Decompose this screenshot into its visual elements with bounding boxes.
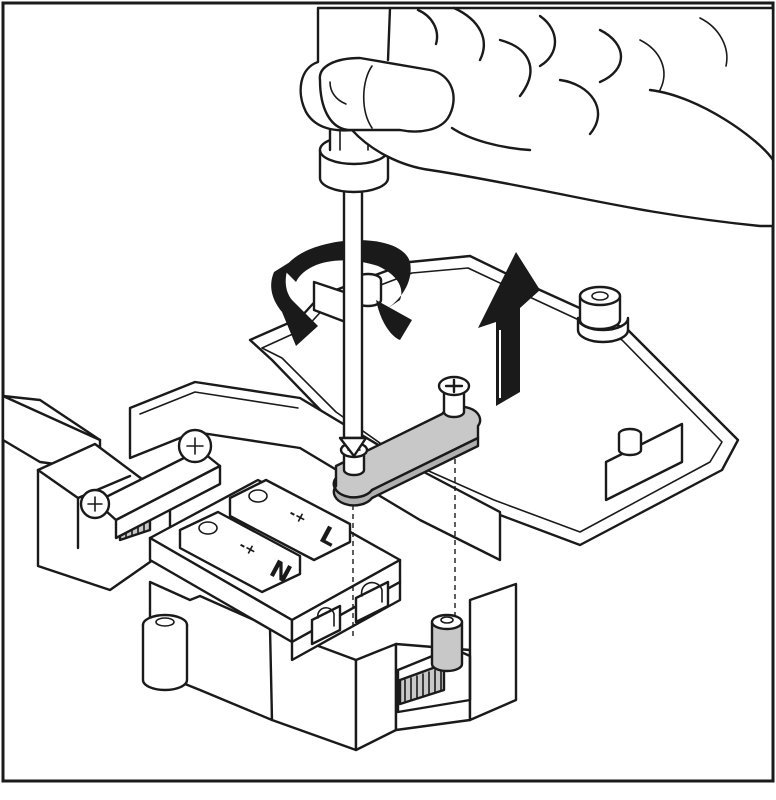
cable-grip-bar <box>332 375 482 507</box>
illustration-frame <box>1 1 775 783</box>
hand-icon <box>299 6 775 228</box>
rotation-arrow-icon <box>271 240 412 346</box>
lift-arrow-icon <box>478 252 540 406</box>
terminal-block: -+ N -+ L <box>148 478 402 662</box>
svg-text:-+: -+ <box>236 537 259 559</box>
screwdriver-icon <box>318 108 390 458</box>
cable-clamp <box>79 428 222 540</box>
svg-text:-+: -+ <box>286 505 309 527</box>
